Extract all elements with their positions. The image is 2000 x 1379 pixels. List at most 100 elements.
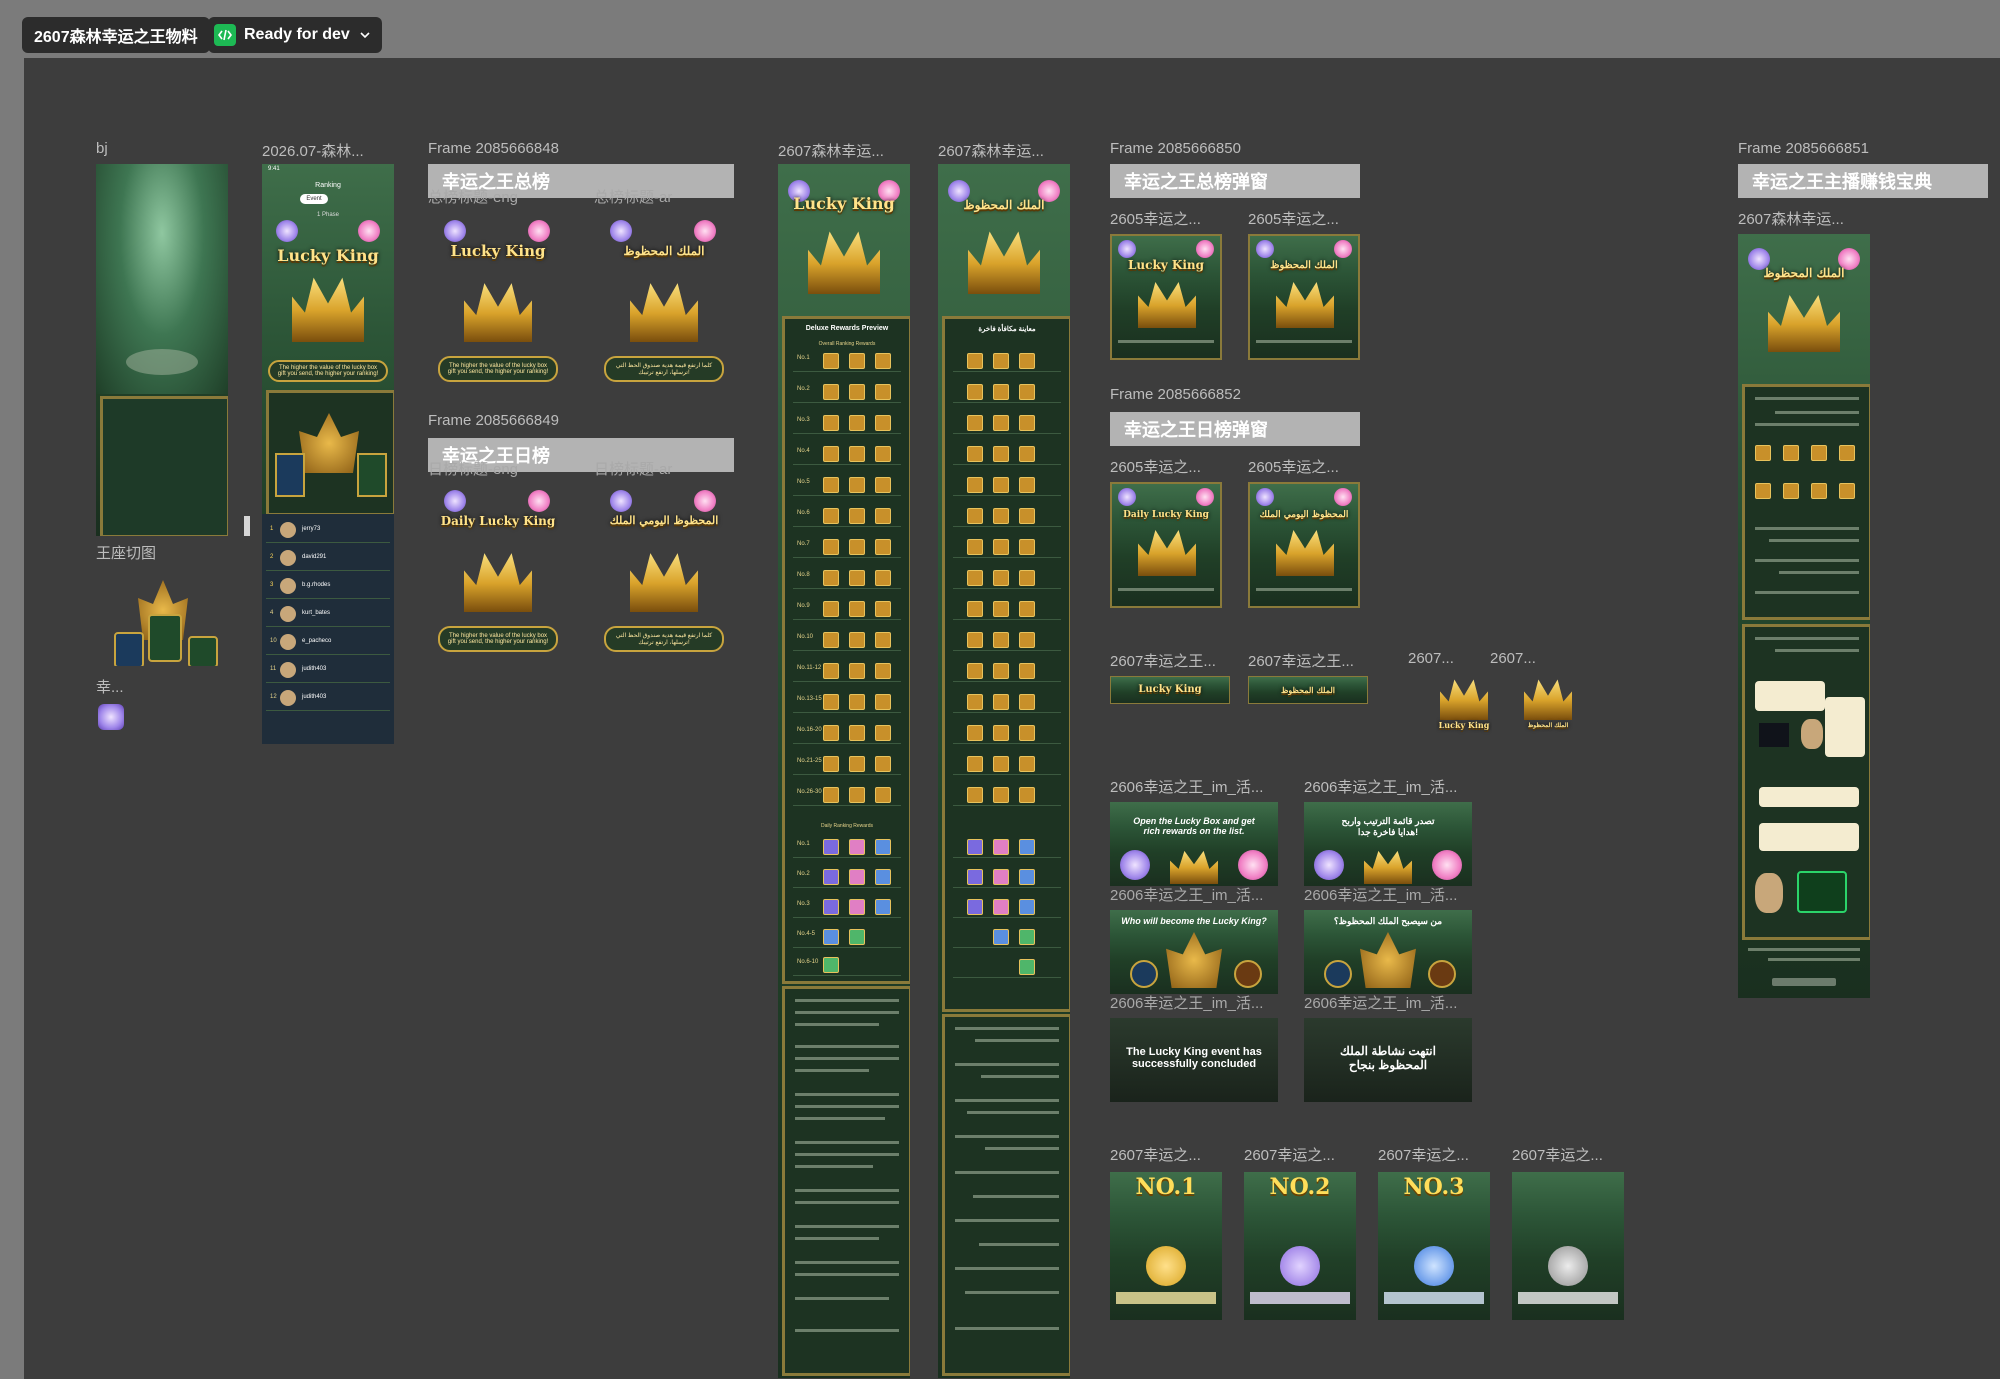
label-strip-ar[interactable]: 2607幸运之王... — [1248, 653, 1354, 670]
rules-panel — [942, 1014, 1070, 1376]
crown-icon-ar[interactable]: الملك المحظوظ — [1520, 676, 1576, 736]
label-card-4[interactable]: 2607幸运之... — [1512, 1147, 1603, 1164]
label-strip-en[interactable]: 2607幸运之王... — [1110, 653, 1216, 670]
text-line — [795, 1023, 879, 1026]
guide-page[interactable]: الملك المحظوظ — [1738, 234, 1870, 998]
frame-label-51[interactable]: Frame 2085666851 — [1738, 140, 1869, 157]
rank-card-4[interactable] — [1512, 1172, 1624, 1320]
list-item[interactable]: 11 judith403 — [266, 660, 390, 683]
avatar — [280, 522, 296, 538]
label-daily-en[interactable]: 日榜标题-eng — [428, 461, 519, 478]
list-item[interactable]: 10 e_pacheco — [266, 632, 390, 655]
header-total-ranking[interactable]: 幸运之王总榜 — [428, 164, 734, 198]
label-total-ar[interactable]: 总榜标题-ar — [594, 189, 673, 206]
label-im-5[interactable]: 2606幸运之王_im_活... — [1110, 995, 1264, 1012]
file-title-button[interactable]: 2607森林幸运之王物料 — [22, 17, 210, 53]
title-banner-en[interactable]: Lucky King The higher the value of the l… — [436, 220, 560, 400]
list-item[interactable]: 3 b.g.rhodes — [266, 576, 390, 599]
long-page-en[interactable]: Lucky King Deluxe Rewards Preview Overal… — [778, 164, 910, 1378]
icon-title: Lucky King — [1438, 720, 1490, 730]
header-popup-total[interactable]: 幸运之王总榜弹窗 — [1110, 164, 1360, 198]
frame-label-long-ar[interactable]: 2607森林幸运... — [938, 143, 1044, 160]
frame-label-mobile[interactable]: 2026.07-森林... — [262, 143, 364, 160]
background-frame[interactable] — [96, 164, 228, 536]
reward-item — [993, 694, 1009, 710]
im-who-en[interactable]: Who will become the Lucky King? — [1110, 910, 1278, 994]
dev-status-button[interactable]: Ready for dev — [208, 17, 382, 53]
pink-gem-icon — [1432, 850, 1462, 880]
label-im-2[interactable]: 2606幸运之王_im_活... — [1304, 779, 1458, 796]
frame-label-long-en[interactable]: 2607森林幸运... — [778, 143, 884, 160]
label-popup-total-ar[interactable]: 2605幸运之... — [1248, 211, 1339, 228]
crown-icon — [1364, 850, 1412, 884]
label-im-3[interactable]: 2606幸运之王_im_活... — [1110, 887, 1264, 904]
purple-gem-icon — [444, 490, 466, 512]
label-icon-en[interactable]: 2607... — [1408, 650, 1454, 667]
header-popup-daily[interactable]: 幸运之王日榜弹窗 — [1110, 412, 1360, 446]
list-item[interactable]: 1 jerry73 — [266, 520, 390, 543]
reward-item — [875, 725, 891, 741]
mobile-period: 1 Phase — [316, 212, 340, 218]
crown-icon — [1138, 282, 1196, 328]
frame-label-gem[interactable]: 幸... — [96, 679, 124, 696]
frame-label-52[interactable]: Frame 2085666852 — [1110, 386, 1241, 403]
frame-label-48[interactable]: Frame 2085666848 — [428, 140, 559, 157]
frame-label-bj[interactable]: bj — [96, 140, 108, 157]
design-canvas[interactable]: bj 王座切图 幸... 2026.07-森林... 9:41 Ranking … — [24, 58, 2000, 1379]
label-im-1[interactable]: 2606幸运之王_im_活... — [1110, 779, 1264, 796]
tab-event[interactable]: Event — [300, 194, 328, 204]
frame-label-50[interactable]: Frame 2085666850 — [1110, 140, 1241, 157]
text-line — [795, 1237, 879, 1240]
label-icon-ar[interactable]: 2607... — [1490, 650, 1536, 667]
popup-total-en[interactable]: Lucky King — [1110, 234, 1222, 360]
strip-en[interactable]: Lucky King — [1110, 676, 1230, 704]
daily-banner-en[interactable]: Daily Lucky King The higher the value of… — [436, 490, 560, 670]
popup-daily-en[interactable]: Daily Lucky King — [1110, 482, 1222, 608]
im-open-ar[interactable]: تصدر قائمة الترتيب واربح هدايا فاخرة جدا… — [1304, 802, 1472, 886]
long-page-ar[interactable]: الملك المحظوظ معاينة مكافأة فاخرة — [938, 164, 1070, 1378]
header-daily-ranking[interactable]: 幸运之王日榜 — [428, 438, 734, 472]
rank-card-2[interactable]: NO.2 — [1244, 1172, 1356, 1320]
header-guide[interactable]: 幸运之王主播赚钱宝典 — [1738, 164, 1988, 198]
popup-daily-ar[interactable]: المحظوظ اليومي الملك — [1248, 482, 1360, 608]
pink-gem-icon — [694, 220, 716, 242]
label-card-3[interactable]: 2607幸运之... — [1378, 1147, 1469, 1164]
im-end-ar[interactable]: انتهت نشاطة الملك المحظوظ بنجاح — [1304, 1018, 1472, 1102]
label-popup-daily-en[interactable]: 2605幸运之... — [1110, 459, 1201, 476]
im-end-en[interactable]: The Lucky King event has successfully co… — [1110, 1018, 1278, 1102]
label-total-en[interactable]: 总榜标题-eng — [428, 189, 519, 206]
title-banner-ar[interactable]: الملك المحظوظ كلما ارتفع قيمة هدية صندوق… — [602, 220, 726, 400]
label-card-1[interactable]: 2607幸运之... — [1110, 1147, 1201, 1164]
gem-cube-icon[interactable] — [98, 704, 124, 730]
im-who-ar[interactable]: من سيصبح الملك المحظوظ؟ — [1304, 910, 1472, 994]
list-item[interactable]: 2 david291 — [266, 548, 390, 571]
im-open-en[interactable]: Open the Lucky Box and get rich rewards … — [1110, 802, 1278, 886]
reward-row: No.1 — [793, 835, 901, 858]
list-item[interactable]: 4 kurt_bates — [266, 604, 390, 627]
daily-banner-ar[interactable]: المحظوظ اليومي الملك كلما ارتفع قيمة هدي… — [602, 490, 726, 670]
text-line — [955, 1171, 1059, 1174]
scroll-handle[interactable] — [244, 516, 250, 536]
frame-label-49[interactable]: Frame 2085666849 — [428, 412, 559, 429]
rank-card-1[interactable]: NO.1 — [1110, 1172, 1222, 1320]
throne-cutout[interactable] — [108, 574, 220, 666]
label-card-2[interactable]: 2607幸运之... — [1244, 1147, 1335, 1164]
label-guide-sub[interactable]: 2607森林幸运... — [1738, 211, 1844, 228]
crown-icon-en[interactable]: Lucky King — [1436, 676, 1492, 736]
label-popup-daily-ar[interactable]: 2605幸运之... — [1248, 459, 1339, 476]
label-im-4[interactable]: 2606幸运之王_im_活... — [1304, 887, 1458, 904]
label-popup-total-en[interactable]: 2605幸运之... — [1110, 211, 1201, 228]
mobile-ranking-frame[interactable]: 9:41 Ranking Event 1 Phase Lucky King Th… — [262, 164, 394, 744]
podium-green — [357, 453, 387, 497]
frame-label-throne[interactable]: 王座切图 — [96, 545, 157, 562]
gift-item — [1755, 445, 1771, 461]
text-line — [795, 1189, 899, 1192]
label-im-6[interactable]: 2606幸运之王_im_活... — [1304, 995, 1458, 1012]
throne-blue — [114, 632, 144, 666]
list-item[interactable]: 12 judith403 — [266, 688, 390, 711]
strip-ar[interactable]: الملك المحظوظ — [1248, 676, 1368, 704]
label-daily-ar[interactable]: 日榜标题-ar — [594, 461, 673, 478]
podium-wings — [299, 413, 359, 473]
rank-card-3[interactable]: NO.3 — [1378, 1172, 1490, 1320]
popup-total-ar[interactable]: الملك المحظوظ — [1248, 234, 1360, 360]
